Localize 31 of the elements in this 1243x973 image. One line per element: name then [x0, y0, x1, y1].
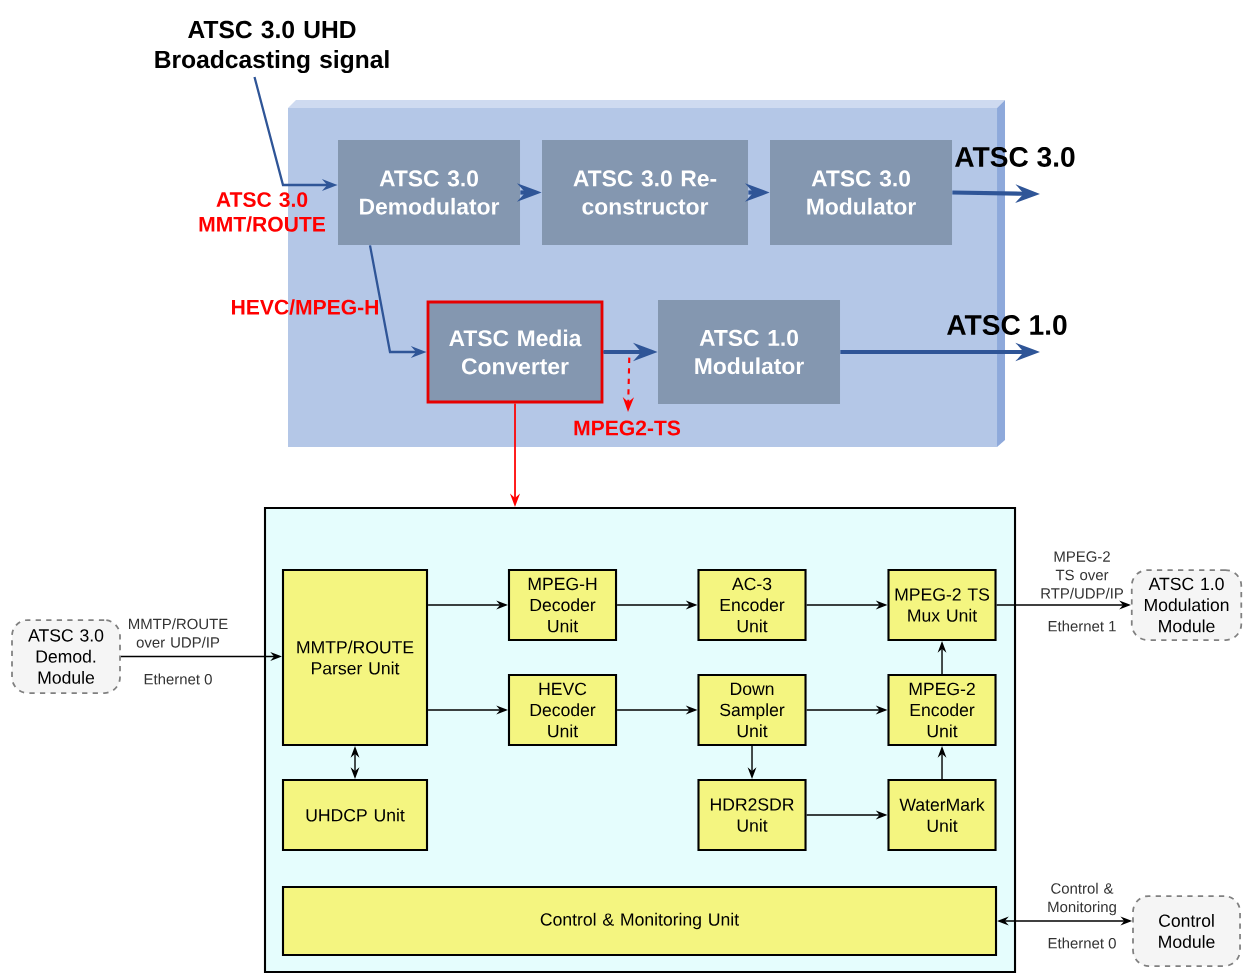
process-box: ATSC 3.0 Modulator: [770, 140, 952, 245]
process-box: ATSC 1.0 Modulator: [658, 300, 840, 404]
port-label: Ethernet 0: [144, 673, 212, 685]
module-box: ATSC 3.0 Demod. Module: [11, 619, 121, 694]
unit-box: UHDCP Unit: [281, 778, 429, 852]
process-box: ATSC Media Converter: [426, 300, 604, 404]
edge-label: ATSC 3.0 MMT/ROUTE: [199, 192, 325, 232]
edge-label: MPEG-2 TS over RTP/UDP/IP: [1041, 551, 1123, 599]
unit-box: HEVC Decoder Unit: [507, 673, 618, 747]
edge-label: ATSC 1.0: [947, 315, 1067, 335]
edge-label: ATSC 3.0: [955, 147, 1075, 167]
edge-label: MMTP/ROUTE over UDP/IP: [129, 618, 228, 648]
unit-box: Down Sampler Unit: [697, 673, 807, 747]
unit-box: Control & Monitoring Unit: [281, 885, 998, 957]
unit-box: AC-3 Encoder Unit: [697, 568, 807, 642]
edge-label: HEVC/MPEG-H: [232, 299, 378, 315]
unit-box: MPEG-H Decoder Unit: [507, 568, 618, 642]
edge-label: Control & Monitoring: [1048, 882, 1116, 916]
unit-box: HDR2SDR Unit: [697, 778, 807, 852]
unit-box: MMTP/ROUTE Parser Unit: [281, 568, 429, 747]
module-box: ATSC 1.0 Modulation Module: [1130, 569, 1243, 641]
edge-label: MPEG2-TS: [574, 420, 681, 436]
unit-box: WaterMark Unit: [887, 778, 997, 852]
unit-box: MPEG-2 Encoder Unit: [887, 673, 997, 747]
unit-box: MPEG-2 TS Mux Unit: [887, 568, 997, 642]
module-box: Control Module: [1132, 895, 1241, 967]
port-label: Ethernet 1: [1048, 620, 1116, 632]
process-box: ATSC 3.0 Re-constructor: [542, 140, 748, 245]
port-label: Ethernet 0: [1048, 937, 1116, 949]
input-label: ATSC 3.0 UHD Broadcasting signal: [155, 20, 389, 74]
process-box: ATSC 3.0 Demodulator: [338, 140, 520, 245]
